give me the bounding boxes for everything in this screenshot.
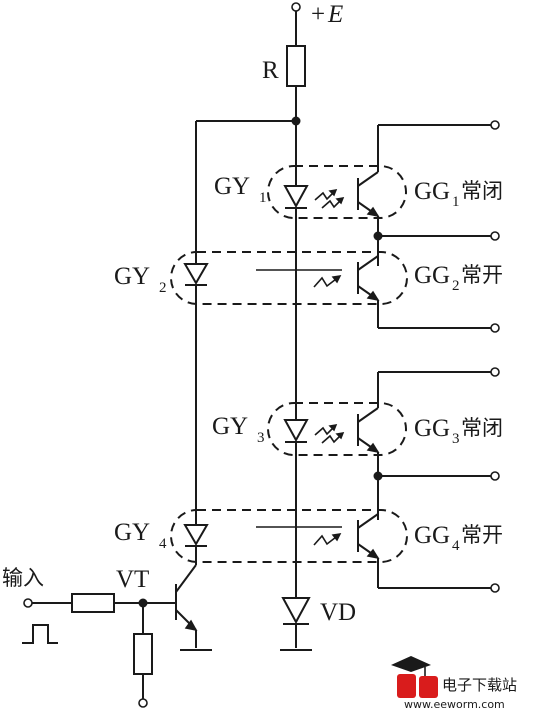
gg4-label-sub: 4: [452, 538, 460, 554]
gg3-label-sub: 3: [452, 431, 460, 447]
gy4-label-sub: 4: [159, 536, 167, 552]
input-label: 输入: [2, 566, 44, 590]
watermark-logo: [391, 656, 438, 698]
gg1-terminal-top: [490, 120, 500, 130]
bug-icon-2: [419, 676, 438, 698]
gy1-diode: [283, 185, 309, 209]
supply-label-sign: +: [311, 1, 325, 28]
light-arrow-3: [314, 424, 345, 444]
gg4-terminal-bottom: [490, 583, 500, 593]
gg2-label: GG: [414, 262, 450, 289]
gg1-label: GG: [414, 178, 450, 205]
resistor-r-label: R: [262, 57, 279, 84]
optocoupler-2-outline: [170, 251, 408, 305]
supply-terminal: [291, 2, 301, 12]
vd-label: VD: [320, 599, 356, 626]
mortarboard-icon: [391, 656, 431, 672]
supply-label: E: [327, 1, 343, 28]
pulldown-resistor: [133, 633, 153, 675]
gy2-label: GY: [114, 263, 150, 290]
bug-icon-1: [397, 674, 416, 698]
gy3-label: GY: [212, 413, 248, 440]
optocoupler-1-outline: [267, 165, 407, 219]
gg3-terminal-top: [490, 367, 500, 377]
light-arrow-1: [314, 189, 345, 209]
gg34-terminal-mid: [490, 471, 500, 481]
gy2-diode: [183, 263, 209, 286]
light-arrow-4: [256, 526, 342, 546]
gg4-phototransistor: [357, 513, 492, 589]
vd-diode: [281, 597, 311, 625]
gg2-label-sub: 2: [452, 278, 460, 294]
base-resistor: [71, 593, 115, 613]
gy1-label-sub: 1: [259, 190, 267, 206]
optocoupler-4-outline: [170, 509, 408, 563]
gy4-label: GY: [114, 519, 150, 546]
gy1-label: GY: [214, 173, 250, 200]
gy2-label-sub: 2: [159, 280, 167, 296]
gg2-phototransistor: [357, 236, 492, 329]
gg2-state: 常开: [461, 263, 503, 287]
gg1-state: 常闭: [461, 179, 503, 203]
optocoupler-3-outline: [267, 402, 407, 456]
gg4-label: GG: [414, 522, 450, 549]
gg3-label: GG: [414, 415, 450, 442]
gy3-diode: [283, 419, 309, 443]
gy3-label-sub: 3: [257, 430, 265, 446]
gg3-state: 常闭: [461, 416, 503, 440]
gg2-terminal-bottom: [490, 323, 500, 333]
watermark-url: www.eeworm.com: [404, 698, 505, 711]
gg3-phototransistor: [357, 371, 492, 520]
pulldown-terminal: [138, 698, 148, 708]
gg4-state: 常开: [461, 523, 503, 547]
gg12-terminal-mid: [490, 231, 500, 241]
light-arrow-2: [256, 269, 342, 288]
input-pulse-icon: [22, 624, 58, 644]
resistor-r: [286, 45, 306, 87]
vt-transistor: [175, 564, 212, 651]
vt-label: VT: [116, 566, 149, 593]
watermark-site-cn: 电子下载站: [442, 676, 517, 694]
gy4-diode: [183, 524, 209, 547]
input-terminal: [23, 598, 33, 608]
gg1-label-sub: 1: [452, 194, 460, 210]
